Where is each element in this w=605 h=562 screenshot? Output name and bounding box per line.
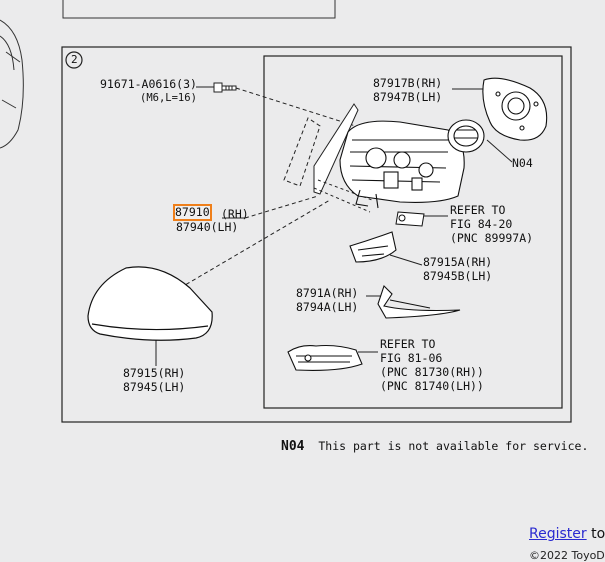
n04-marker: N04 xyxy=(512,156,533,170)
cover-a-rh-number[interactable]: 87915A(RH) xyxy=(423,255,493,269)
door-bracket xyxy=(283,103,373,213)
cover-a-part xyxy=(349,231,397,263)
lamp-strip-lh-number[interactable]: 8794A(LH) xyxy=(296,300,359,314)
outer-mirror-rh-number[interactable]: 87910 xyxy=(173,204,212,221)
motor-disc xyxy=(447,119,485,153)
lamp-strip-part xyxy=(377,284,461,319)
register-suffix: to xyxy=(586,526,605,542)
cover-a-lh-number[interactable]: 87945B(LH) xyxy=(423,269,493,283)
mirror-glass xyxy=(482,77,548,141)
side-turn-lamp-part xyxy=(287,344,363,371)
service-note: N04 This part is not available for servi… xyxy=(281,439,588,454)
outer-mirror-lh-number[interactable]: 87940(LH) xyxy=(176,220,239,234)
bolt-drawing xyxy=(196,82,237,93)
service-note-text: This part is not available for service. xyxy=(318,439,589,453)
refer-fig-84-20-line1: REFER TO xyxy=(450,203,506,217)
refer-fig-81-06-line2[interactable]: FIG 81-06 xyxy=(380,351,443,365)
figure-index-number: 2 xyxy=(71,53,78,66)
bolt-spec: (M6,L=16) xyxy=(140,92,197,104)
refer-fig-84-20-line2[interactable]: FIG 84-20 xyxy=(450,217,513,231)
service-note-code: N04 xyxy=(281,439,305,454)
register-link[interactable]: Register xyxy=(529,526,587,542)
bolt-part-number[interactable]: 91671-A0616(3) xyxy=(100,77,197,91)
vehicle-body-partial xyxy=(0,19,24,149)
refer-fig-81-06-line1: REFER TO xyxy=(380,337,436,351)
connector-part xyxy=(395,211,425,227)
refer-fig-84-20-line3: (PNC 89997A) xyxy=(450,231,534,245)
refer-fig-81-06-line4: (PNC 81740(LH)) xyxy=(380,379,484,393)
lamp-strip-rh-number[interactable]: 8791A(RH) xyxy=(296,286,359,300)
mirror-glass-lh-number[interactable]: 87947B(LH) xyxy=(373,90,443,104)
mirror-glass-rh-number[interactable]: 87917B(RH) xyxy=(373,76,443,90)
mirror-cover-rh-number[interactable]: 87915(RH) xyxy=(123,366,186,380)
mirror-cover-part xyxy=(87,266,213,341)
mirror-cover-lh-number[interactable]: 87945(LH) xyxy=(123,380,186,394)
previous-figure-frame xyxy=(62,0,336,19)
figure-outer-frame xyxy=(61,46,572,423)
copyright-text: ©2022 ToyoDi xyxy=(529,549,605,562)
refer-fig-81-06-line3: (PNC 81730(RH)) xyxy=(380,365,484,379)
outer-mirror-rh-suffix: (RH) xyxy=(221,207,249,221)
inner-assembly-frame xyxy=(263,55,563,409)
figure-index-circle xyxy=(65,51,83,69)
register-prompt: Register to xyxy=(529,526,605,542)
mirror-body-assembly xyxy=(339,120,465,209)
